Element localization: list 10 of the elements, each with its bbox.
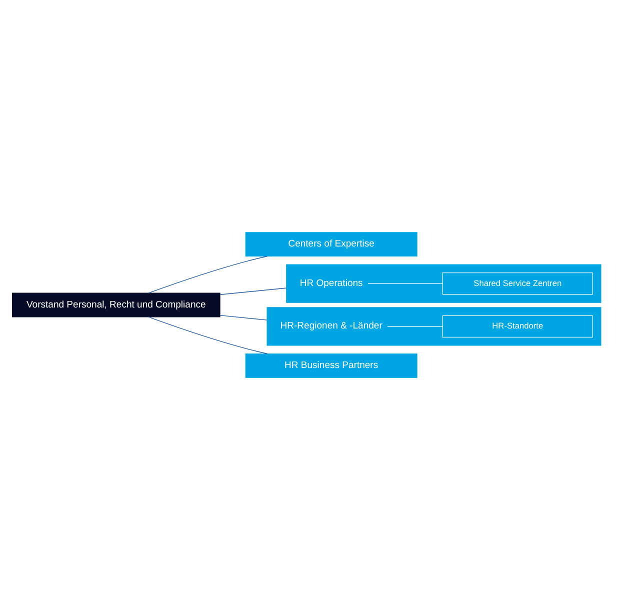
node-box: HR-Standorte [442,314,593,337]
node-box: Shared Service Zentren [442,272,593,294]
connector [148,316,268,354]
connector [368,282,443,284]
node-box: Vorstand Personal, Recht und Compliance [12,292,220,317]
node-box: HR Business Partners [245,353,418,378]
connector [220,314,268,320]
node-box: Centers of Expertise [245,232,418,256]
connector [220,287,287,294]
connector [148,255,268,293]
